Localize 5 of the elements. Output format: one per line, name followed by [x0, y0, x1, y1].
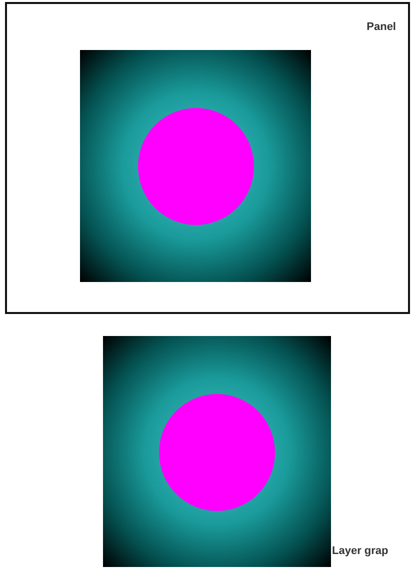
layer-caption: Layer grap — [332, 545, 388, 557]
gradient-square — [80, 50, 311, 282]
panel-title: Panel — [366, 21, 396, 33]
gradient-square — [103, 336, 331, 567]
panel-frame — [5, 2, 410, 314]
